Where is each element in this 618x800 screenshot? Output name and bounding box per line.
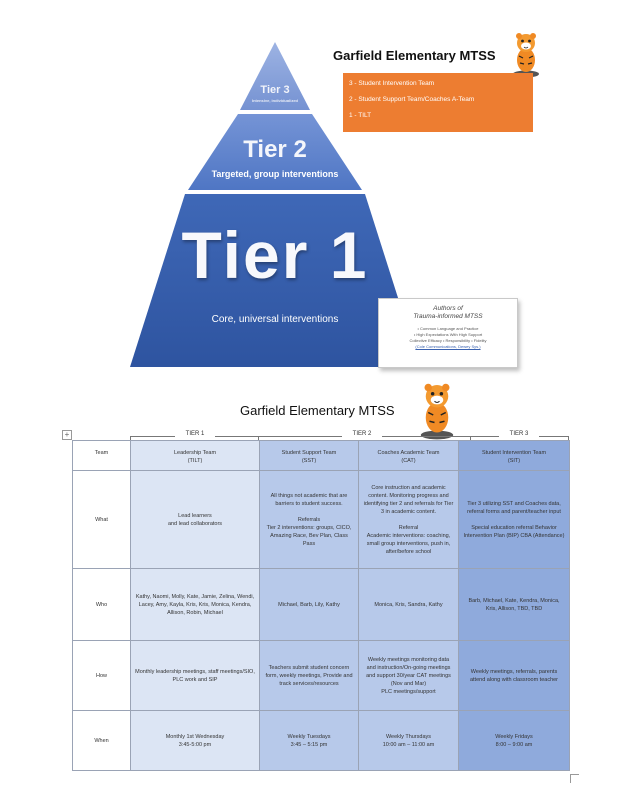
tiger-mascot-icon xyxy=(513,33,539,78)
page-corner-mark xyxy=(570,774,579,783)
table-cell: Lead learners and lead collaborators xyxy=(130,470,260,569)
row-label-what: What xyxy=(72,470,131,569)
header-cell-support: Student Support Team(SST) xyxy=(259,440,359,471)
table-cell: Monthly 1st Wednesday 3:45-5:00 pm xyxy=(130,710,260,771)
tier2-band xyxy=(188,114,362,190)
table-cell: Monica, Kris, Sandra, Kathy xyxy=(358,568,459,641)
table-header-row: Team Leadership Team(TILT) Student Suppo… xyxy=(72,440,570,471)
row-label-who: Who xyxy=(72,568,131,641)
tier1-bracket-tick xyxy=(130,436,131,443)
legend-item-tier3: 3 - Student Intervention Team xyxy=(349,80,435,87)
authors-line: (Cole Communications, Dewey Sys.) xyxy=(415,344,481,349)
table-move-handle[interactable]: + xyxy=(62,430,72,440)
tier2-bracket-tick xyxy=(470,436,471,443)
tier3-description: Intensive, individualized xyxy=(251,98,298,103)
authors-line: • Common Language and Practice xyxy=(417,326,479,331)
tiger-mascot-icon xyxy=(420,383,454,440)
table-cell: Weekly meetings, referrals, parents atte… xyxy=(458,640,570,711)
tier1-label: TIER 1 xyxy=(175,431,215,437)
table-cell: Barb, Michael, Kate, Kendra, Monica, Kri… xyxy=(458,568,570,641)
table-cell: Core instruction and academic content. M… xyxy=(358,470,459,569)
authors-list: • Common Language and Practice • High Ex… xyxy=(379,326,517,350)
header-cell-intervention: Student Intervention Team(SIT) xyxy=(458,440,570,471)
tier1-band xyxy=(130,194,420,367)
table-title: Garfield Elementary MTSS xyxy=(240,403,395,418)
pyramid-graphic xyxy=(130,42,420,367)
table-row: Who Kathy, Naomi, Molly, Kate, Jamie, Ze… xyxy=(72,568,570,641)
team-legend: 3 - Student Intervention Team 2 - Studen… xyxy=(343,73,533,132)
tier3-band xyxy=(240,42,310,110)
table-cell: Weekly meetings monitoring data and inst… xyxy=(358,640,459,711)
row-label-how: How xyxy=(72,640,131,711)
tier2-description: Targeted, group interventions xyxy=(211,169,339,179)
authors-box: Authors of Trauma-informed MTSS • Common… xyxy=(378,298,518,368)
table-cell: Michael, Barb, Lily, Kathy xyxy=(259,568,359,641)
tier3-bracket-tick xyxy=(568,436,569,443)
tier1-description: Core, universal interventions xyxy=(211,314,339,325)
authors-title: Authors of Trauma-informed MTSS xyxy=(413,305,483,320)
mtss-team-table: Team Leadership Team(TILT) Student Suppo… xyxy=(72,440,570,771)
header-cell-leadership: Leadership Team(TILT) xyxy=(130,440,260,471)
table-row: What Lead learners and lead collaborator… xyxy=(72,470,570,569)
tier2-title: Tier 2 xyxy=(243,136,307,163)
header-title: Garfield Elementary MTSS xyxy=(333,48,496,63)
tier3-title: Tier 3 xyxy=(260,84,290,96)
header-cell-coaches: Coaches Academic Team(CAT) xyxy=(358,440,459,471)
table-cell: Kathy, Naomi, Molly, Kate, Jamie, Zelina… xyxy=(130,568,260,641)
tier3-label: TIER 3 xyxy=(499,431,539,437)
row-label-when: When xyxy=(72,710,131,771)
table-cell: Weekly Tuesdays 3:45 – 5:15 pm xyxy=(259,710,359,771)
mtss-pyramid: Tier 3 Intensive, individualized Tier 2 … xyxy=(130,42,420,372)
tier1-title: Tier 1 xyxy=(181,218,369,292)
table-cell: Monthly leadership meetings, staff meeti… xyxy=(130,640,260,711)
table-cell: Tier 3 utilizing SST and Coaches data, r… xyxy=(458,470,570,569)
authors-line: • High Expectations With High Support xyxy=(413,332,483,337)
legend-item-tier2: 2 - Student Support Team/Coaches A-Team xyxy=(349,96,475,103)
authors-line: Collective Efficacy • Responsibility • F… xyxy=(409,338,487,343)
table-cell: Weekly Thursdays 10:00 am – 11:00 am xyxy=(358,710,459,771)
tier2-label: TIER 2 xyxy=(342,431,382,437)
table-cell: All things not academic that are barrier… xyxy=(259,470,359,569)
table-cell: Weekly Fridays 8:00 – 9:00 am xyxy=(458,710,570,771)
table-row: How Monthly leadership meetings, staff m… xyxy=(72,640,570,711)
header-cell-team: Team xyxy=(72,440,131,471)
tier1-bracket-tick xyxy=(258,436,259,443)
table-row: When Monthly 1st Wednesday 3:45-5:00 pm … xyxy=(72,710,570,771)
legend-item-tier1: 1 - TILT xyxy=(349,112,372,119)
table-cell: Teachers submit student concern form, we… xyxy=(259,640,359,711)
